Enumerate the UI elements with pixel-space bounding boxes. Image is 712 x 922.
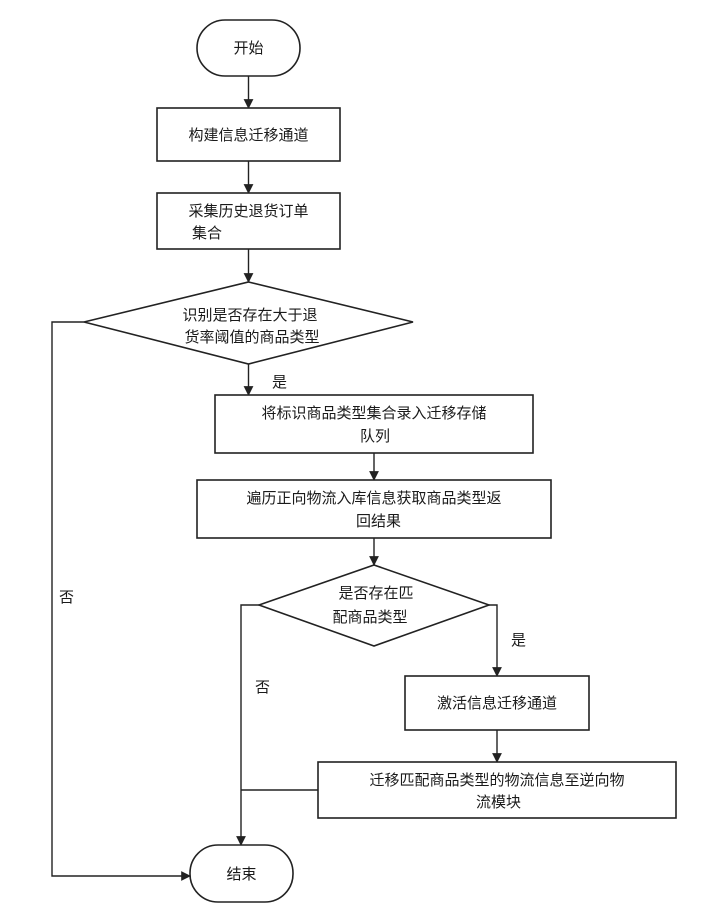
record-queue-line2: 队列 xyxy=(360,427,390,445)
migrate-info-line2: 流模块 xyxy=(476,793,521,811)
identify-decision: 识别是否存在大于退 货率阈值的商品类型 xyxy=(84,282,413,364)
activate-channel-step: 激活信息迁移通道 xyxy=(405,676,589,730)
collect-orders-step: 采集历史退货订单 集合 xyxy=(157,193,340,249)
match-decision-line2: 配商品类型 xyxy=(332,608,407,626)
match-no-path xyxy=(241,605,259,845)
build-channel-step: 构建信息迁移通道 xyxy=(157,108,340,161)
record-queue-step: 将标识商品类型集合录入迁移存储 队列 xyxy=(215,395,533,453)
end-node: 结束 xyxy=(190,845,293,902)
identify-decision-line1: 识别是否存在大于退 xyxy=(182,306,317,324)
activate-channel-label: 激活信息迁移通道 xyxy=(437,694,557,712)
traverse-line2: 回结果 xyxy=(356,512,401,530)
match-decision-line1: 是否存在匹 xyxy=(338,584,413,602)
traverse-line1: 遍历正向物流入库信息获取商品类型返 xyxy=(246,489,501,507)
identify-decision-line2: 货率阈值的商品类型 xyxy=(184,328,319,346)
start-label: 开始 xyxy=(233,39,263,57)
collect-orders-line2: 集合 xyxy=(192,224,222,242)
identify-no-label: 否 xyxy=(59,588,74,606)
match-yes-path xyxy=(489,605,497,676)
record-queue-line1: 将标识商品类型集合录入迁移存储 xyxy=(261,404,486,422)
migrate-info-line1: 迁移匹配商品类型的物流信息至逆向物 xyxy=(369,771,624,789)
start-node: 开始 xyxy=(197,20,300,76)
match-decision: 是否存在匹 配商品类型 xyxy=(259,565,489,646)
collect-orders-line1: 采集历史退货订单 xyxy=(188,202,308,220)
traverse-step: 遍历正向物流入库信息获取商品类型返 回结果 xyxy=(197,480,551,538)
build-channel-label: 构建信息迁移通道 xyxy=(188,126,308,144)
migrate-info-step: 迁移匹配商品类型的物流信息至逆向物 流模块 xyxy=(318,762,676,818)
match-yes-label: 是 xyxy=(511,631,526,649)
match-no-label: 否 xyxy=(255,678,270,696)
identify-yes-label: 是 xyxy=(272,373,287,391)
end-label: 结束 xyxy=(226,865,256,883)
